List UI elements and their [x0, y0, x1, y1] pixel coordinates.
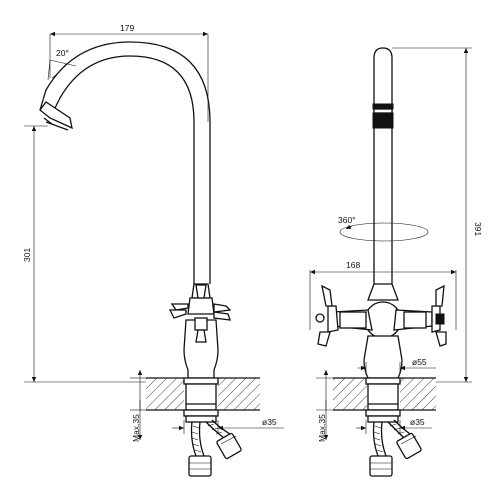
front-dim-height: 391 — [392, 47, 483, 383]
front-right-handle — [393, 284, 447, 347]
front-spout — [372, 47, 394, 284]
front-dim-handles-label: 168 — [346, 260, 360, 270]
side-dim-reach: 179 — [49, 23, 209, 122]
side-dim-reach-label: 179 — [120, 23, 134, 33]
front-dim-body-label: ø55 — [412, 357, 427, 367]
front-left-handle — [315, 284, 373, 347]
side-dim-hole-label: ø35 — [262, 417, 277, 427]
front-rotation: 360° — [338, 215, 429, 242]
front-dim-hole: ø35 — [356, 417, 432, 434]
side-dim-hole: ø35 — [172, 417, 284, 434]
front-dim-max-mount: Max.35 — [316, 370, 333, 442]
front-hoses — [369, 419, 422, 477]
side-dim-max-mount-label: Max.35 — [131, 414, 141, 442]
front-dim-hole-label: ø35 — [410, 417, 425, 427]
front-dim-body: ø55 — [358, 357, 436, 374]
front-dim-rotation-label: 360° — [338, 215, 356, 225]
side-countertop — [146, 377, 260, 411]
side-hoses — [188, 419, 242, 477]
front-view: 360° — [309, 47, 483, 477]
side-dim-height: 301 — [22, 125, 146, 383]
side-dim-max-mount: Max.35 — [130, 370, 146, 442]
front-body — [363, 283, 403, 423]
side-view: 179 20° 301 Max.35 — [22, 23, 284, 477]
front-dim-handles: 168 — [309, 260, 457, 330]
front-countertop — [333, 377, 436, 411]
side-cross-handle — [168, 284, 232, 343]
side-dim-height-label: 301 — [22, 248, 32, 262]
side-dim-angle-label: 20° — [56, 48, 69, 58]
front-dim-height-label: 391 — [473, 222, 483, 236]
side-spout — [39, 41, 211, 284]
side-dim-angle: 20° — [47, 48, 77, 81]
front-dim-max-mount-label: Max.35 — [317, 414, 327, 442]
